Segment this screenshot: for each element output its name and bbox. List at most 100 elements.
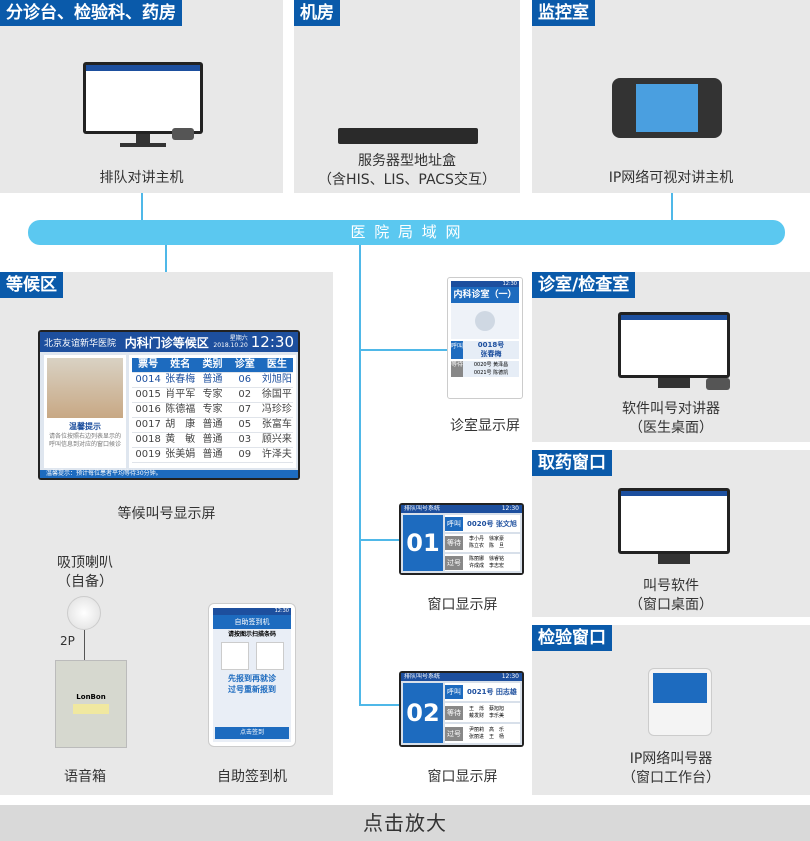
time: 12:30 [451, 281, 519, 287]
cell: 冯珍珍 [261, 404, 292, 415]
wait-label: 等待 [445, 536, 463, 550]
kiosk-subtitle: 请按图示扫描条码 [227, 631, 276, 638]
col-name: 姓名 [170, 359, 191, 370]
weekday: 星期六 [229, 335, 248, 342]
caption: 软件叫号对讲器 [622, 401, 720, 417]
monitor-base [658, 378, 690, 388]
cell: 09 [238, 449, 252, 460]
wait-label: 等待 [445, 705, 463, 720]
call-label: 呼叫 [445, 685, 463, 699]
server-room-panel: 机房 [294, 0, 520, 193]
cell: 0016 [135, 404, 161, 415]
waiting-item: 李小丹 徐家豪 [469, 536, 505, 542]
caption: IP网络叫号器 [629, 751, 713, 767]
cell: 普通 [202, 374, 223, 385]
wire-label: 2P [60, 634, 75, 648]
caption: IP网络可视对讲主机 [608, 170, 734, 186]
cell: 0019 [135, 449, 161, 460]
enlarge-button[interactable]: 点击放大 [0, 805, 810, 841]
window-desktop-monitor [618, 488, 730, 554]
self-checkin-kiosk: 12:30 自助签到机 请按图示扫描条码 先报到再就诊 过号重新报到 点击签到 [208, 603, 296, 747]
caption: （自备） [57, 574, 113, 590]
caption: 吸顶喇叭 [57, 555, 113, 571]
cell: 张富车 [261, 419, 292, 430]
col-type: 类别 [202, 359, 223, 370]
consult-room-display: 12:30 内科诊室（一） 呼叫 0018号张春梅 等待 0020号 黄泽昌 0021… [447, 277, 523, 399]
caption: （窗口工作台） [622, 770, 720, 786]
time: 12:30 [213, 608, 291, 615]
microphone-icon [172, 128, 194, 140]
section-title: 诊室/检查室 [532, 272, 636, 298]
col-doctor: 医生 [266, 359, 287, 370]
cell: 0015 [135, 389, 161, 400]
cell: 03 [238, 434, 252, 445]
caption: 诊室显示屏 [450, 418, 520, 434]
section-title: 检验窗口 [532, 625, 612, 651]
col-room: 诊室 [234, 359, 255, 370]
connector [671, 193, 673, 221]
caption: 叫号软件 [643, 578, 699, 594]
brand-logo: LonBon [76, 693, 106, 701]
table-header: 票号姓名类别诊室医生 [132, 358, 293, 373]
screen-title: 排队叫号系统 [404, 673, 441, 680]
wire [84, 630, 85, 660]
wait-label: 等待 [451, 361, 463, 377]
section-title: 监控室 [532, 0, 595, 26]
connector [359, 539, 401, 541]
call-label: 呼叫 [451, 341, 463, 359]
monitor-base [658, 554, 690, 564]
caption: 服务器型地址盒 [358, 153, 456, 169]
cell: 0018 [135, 434, 161, 445]
col-ticket: 票号 [138, 359, 159, 370]
hospital-name: 北京友谊新华医院 [44, 338, 117, 349]
cell: 普通 [202, 419, 223, 430]
cell: 普通 [202, 434, 223, 445]
registration-panel: 分诊台、检验科、药房 [0, 0, 283, 193]
slogan: 过号重新报到 [228, 685, 276, 694]
call-value: 0020号 张文旭 [467, 519, 517, 528]
slogan: 先报到再就诊 [228, 674, 276, 683]
cell: 专家 [202, 389, 223, 400]
cell: 07 [238, 404, 252, 415]
cell: 许泽夫 [261, 449, 292, 460]
lobby-photo [47, 358, 123, 418]
waiting-item: 0020号 黄泽昌 [473, 362, 509, 368]
time: 12:30 [501, 505, 519, 512]
room-title: 内科诊室（一） [451, 287, 519, 303]
caption: 等候叫号显示屏 [117, 506, 216, 522]
cell: 张春梅 [165, 374, 196, 385]
caption: 语音箱 [64, 769, 106, 785]
connector [359, 704, 401, 706]
call-number: 0018号 [477, 341, 505, 349]
waiting-item: 0021号 陈德凯 [473, 370, 509, 376]
cell: 普通 [202, 449, 223, 460]
call-name: 张春梅 [480, 350, 502, 358]
checkin-button[interactable]: 点击签到 [215, 727, 289, 739]
caption: （医生桌面） [629, 420, 713, 436]
cell: 0014 [135, 374, 161, 385]
cell: 张美娟 [165, 449, 196, 460]
call-label: 呼叫 [445, 516, 463, 531]
kiosk-title: 自助签到机 [213, 615, 291, 629]
window-number: 02 [403, 683, 443, 743]
ip-caller-device [648, 668, 712, 736]
connector [141, 193, 143, 221]
cell: 肖平军 [165, 389, 196, 400]
cell: 刘旭阳 [261, 374, 292, 385]
section-title: 等候区 [0, 272, 63, 298]
footer-tip: 温馨提示：预计每位患者平均等待30分钟。 [40, 470, 298, 478]
passed-label: 过号 [445, 555, 463, 570]
cell: 陈德福 [165, 404, 196, 415]
monitor-stand [136, 134, 150, 144]
doctor-avatar [475, 311, 495, 331]
section-title: 分诊台、检验科、药房 [0, 0, 182, 26]
caption: （窗口桌面） [629, 597, 713, 613]
cell: 徐国平 [261, 389, 292, 400]
